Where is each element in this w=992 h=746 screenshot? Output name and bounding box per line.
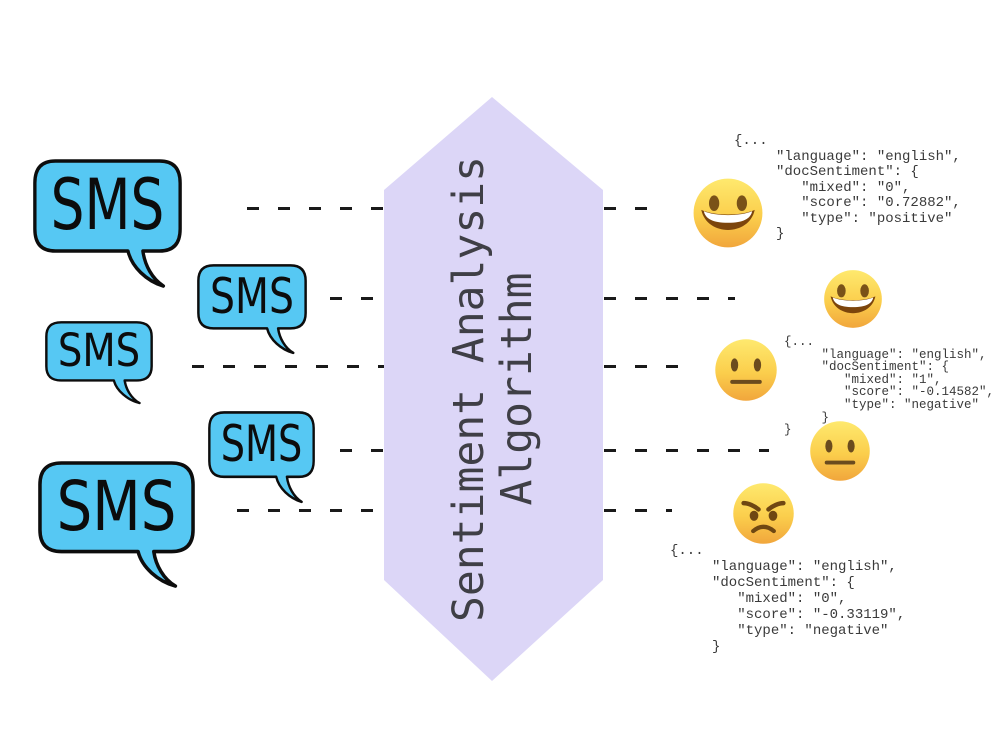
- dashed-connector-right-2: [604, 297, 735, 300]
- grinning-emoji-icon: [693, 178, 763, 248]
- sms-label: SMS: [221, 416, 303, 474]
- sms-bubble-1: SMS: [33, 159, 182, 288]
- neutral-emoji-icon: [715, 339, 777, 401]
- neutral-emoji-icon: [810, 421, 870, 481]
- speech-bubble-shape: [45, 321, 153, 405]
- sms-label: SMS: [210, 269, 294, 326]
- speech-bubble-shape: [208, 411, 315, 504]
- angry-emoji-icon: [733, 483, 794, 544]
- dashed-connector-right-4: [604, 449, 769, 452]
- speech-bubble-shape: [197, 264, 307, 355]
- sms-bubble-5: SMS: [38, 461, 195, 588]
- speech-bubble-shape: [38, 461, 195, 588]
- dashed-connector-left-2: [330, 297, 385, 300]
- dashed-connector-left-4: [340, 449, 385, 452]
- dashed-connector-left-3: [192, 365, 385, 368]
- dashed-connector-right-1: [604, 207, 658, 210]
- dashed-connector-left-5: [237, 509, 385, 512]
- sentiment-json-output-negative-mixed: {... "language": "english", "docSentimen…: [784, 335, 992, 438]
- sentiment-json-output-negative: {... "language": "english", "docSentimen…: [670, 543, 906, 655]
- hexagon-label-line-2: Algorithm: [492, 272, 542, 506]
- sms-label: SMS: [51, 164, 165, 246]
- sms-bubble-4: SMS: [208, 411, 315, 504]
- sms-bubble-2: SMS: [197, 264, 307, 355]
- dashed-connector-right-3: [604, 365, 684, 368]
- hexagon-shape: [384, 97, 603, 681]
- dashed-connector-left-1: [247, 207, 385, 210]
- sms-label: SMS: [58, 324, 140, 377]
- hexagon-label-line-1: Sentiment Analysis: [444, 156, 494, 622]
- dashed-connector-right-5: [604, 509, 672, 512]
- speech-bubble-shape: [33, 159, 182, 288]
- grinning-emoji-icon: [824, 270, 882, 328]
- sms-bubble-3: SMS: [45, 321, 153, 405]
- sentiment-json-output-positive: {... "language": "english", "docSentimen…: [734, 133, 961, 242]
- process-hexagon: [384, 97, 603, 681]
- sms-label: SMS: [57, 467, 177, 547]
- hexagon-label: Sentiment Analysis Algorithm: [443, 109, 543, 669]
